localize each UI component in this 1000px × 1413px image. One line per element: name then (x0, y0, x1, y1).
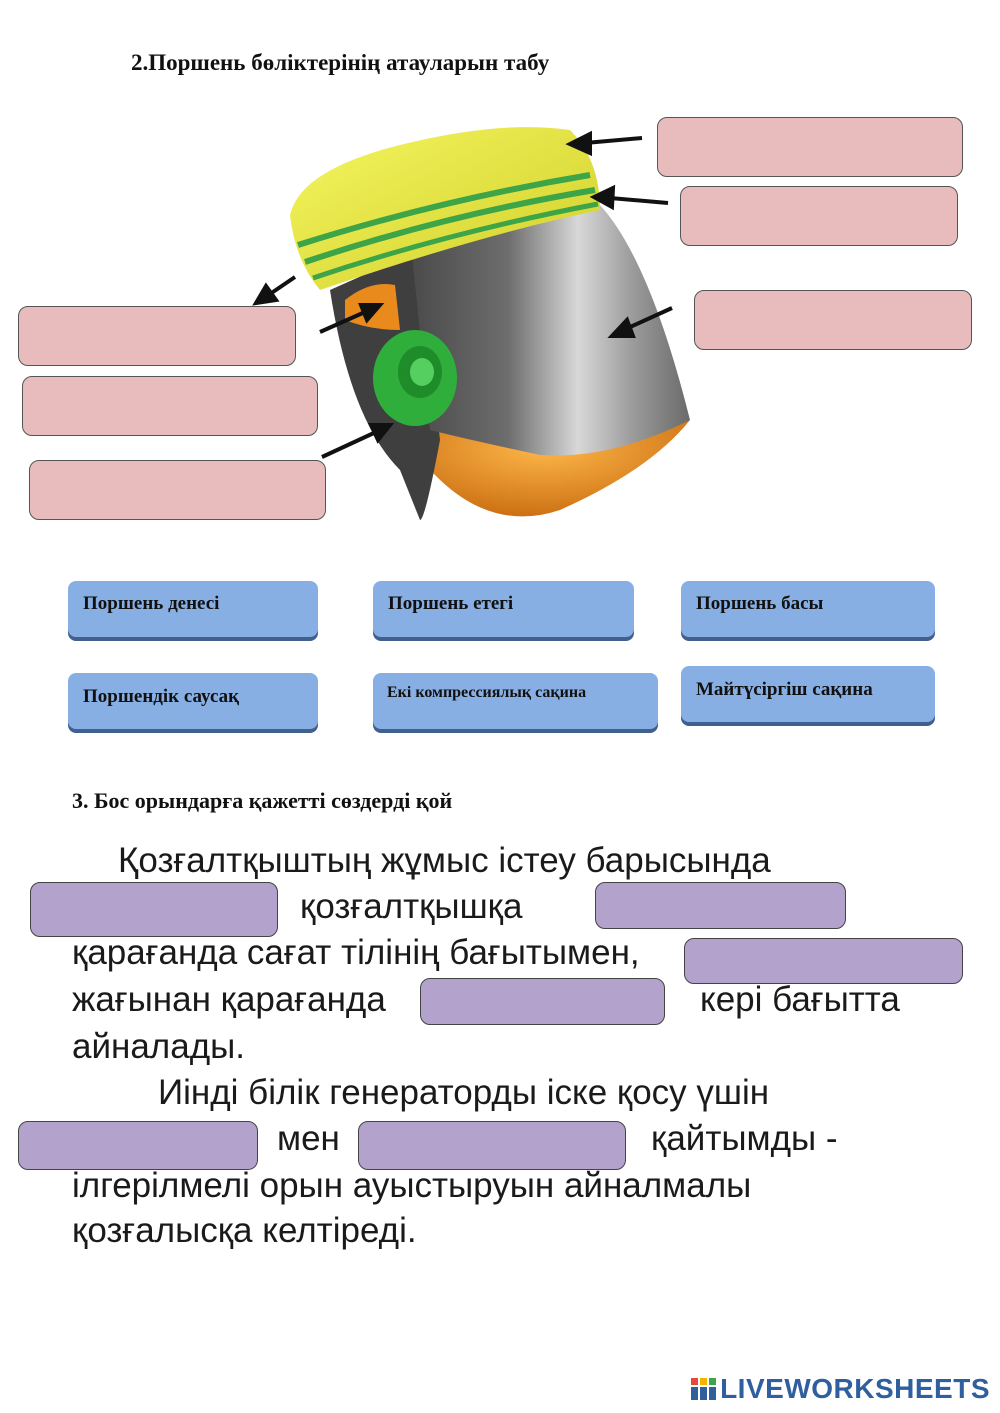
chip-piston-pin[interactable]: Поршендік саусақ (68, 673, 318, 729)
drop-zone-3[interactable] (694, 290, 972, 350)
text-word: мен (277, 1119, 340, 1158)
blank-1[interactable] (30, 882, 278, 937)
section-title-piston-parts: 2.Поршень бөліктерінің атауларын табу (131, 50, 550, 75)
text-line: қозғалысқа келтіреді. (72, 1211, 417, 1250)
text-line: Иінді білік генераторды іске қосу үшін (158, 1073, 770, 1112)
text-line: ілгерілмелі орын ауыстыруын айналмалы (72, 1166, 752, 1205)
text-word: қайтымды - (651, 1119, 838, 1158)
chip-oil-ring[interactable]: Майтүсіргіш сақина (681, 666, 935, 722)
pointer-arrows (252, 130, 673, 459)
chip-piston-skirt[interactable]: Поршень етегі (373, 581, 634, 637)
piston-body (410, 205, 690, 456)
text-line: Қозғалтқыштың жұмыс істеу барысында (118, 841, 771, 880)
drop-zone-4[interactable] (18, 306, 296, 366)
chip-piston-head[interactable]: Поршень басы (681, 581, 935, 637)
blank-2[interactable] (595, 882, 846, 929)
blank-5[interactable] (18, 1121, 258, 1170)
liveworksheets-brand: LIVEWORKSHEETS (691, 1373, 990, 1405)
chip-compression-rings[interactable]: Екі компрессиялық сақина (373, 673, 658, 729)
compression-ring-1 (297, 172, 591, 248)
text-word: қозғалтқышқа (300, 887, 523, 926)
oil-ring (312, 201, 599, 281)
text-line: айналады. (72, 1027, 246, 1066)
chip-piston-body[interactable]: Поршень денесі (68, 581, 318, 637)
blank-3[interactable] (684, 938, 963, 984)
drop-zone-6[interactable] (29, 460, 326, 520)
brand-text: LIVEWORKSHEETS (720, 1373, 990, 1404)
piston-crown (290, 127, 600, 290)
text-line: жағынан қарағанда (72, 980, 386, 1019)
drop-zone-5[interactable] (22, 376, 318, 436)
liveworksheets-logo-icon (691, 1378, 717, 1400)
text-word: кері бағытта (700, 980, 900, 1019)
drop-zone-1[interactable] (657, 117, 963, 177)
compression-ring-2 (304, 187, 596, 265)
text-line: қарағанда сағат тілінің бағытымен, (72, 933, 640, 972)
section-title-fill-blanks: 3. Бос орындарға қажетті сөздерді қой (72, 788, 453, 813)
piston-illustration (252, 127, 690, 520)
blank-6[interactable] (358, 1121, 626, 1170)
blank-4[interactable] (420, 978, 665, 1025)
drop-zone-2[interactable] (680, 186, 958, 246)
